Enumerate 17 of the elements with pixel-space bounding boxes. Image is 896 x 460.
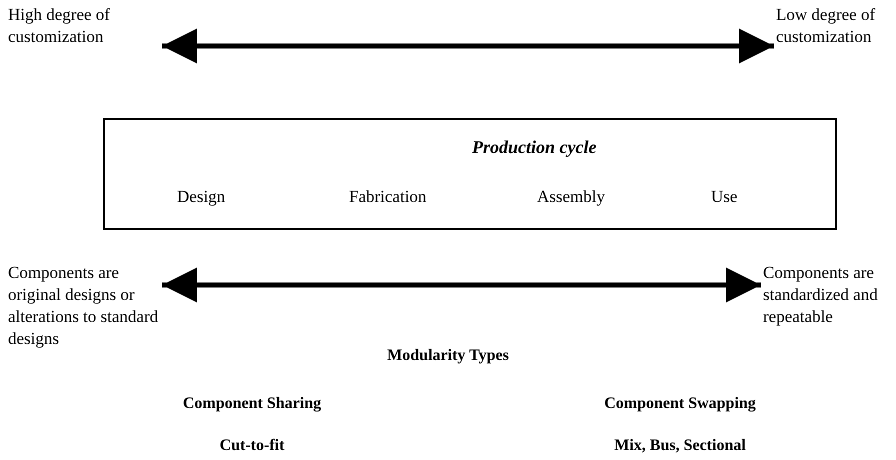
scale-end-label: Low degree of customization (776, 4, 876, 48)
modularity-example: Cut-to-fit (220, 437, 284, 455)
scale-end-label: Components are original designs or alterations to standard designs (8, 262, 160, 350)
process-box (103, 118, 837, 230)
stage-label: Design (177, 186, 226, 208)
stage-label: Fabrication (349, 186, 426, 208)
modularity-type: Component Sharing (182, 395, 322, 413)
box-heading: Production cycle (472, 136, 596, 158)
modularity-example: Mix, Bus, Sectional (614, 437, 746, 455)
double-arrow (162, 268, 761, 302)
double-arrow (162, 28, 774, 64)
stage-label: Use (711, 186, 738, 208)
section-heading: Modularity Types (387, 347, 509, 365)
modularity-type: Component Swapping (604, 395, 756, 413)
stage-label: Assembly (537, 186, 605, 208)
scale-end-label: High degree of customization (8, 4, 111, 48)
scale-end-label: Components are standardized and repeatable (763, 262, 879, 328)
